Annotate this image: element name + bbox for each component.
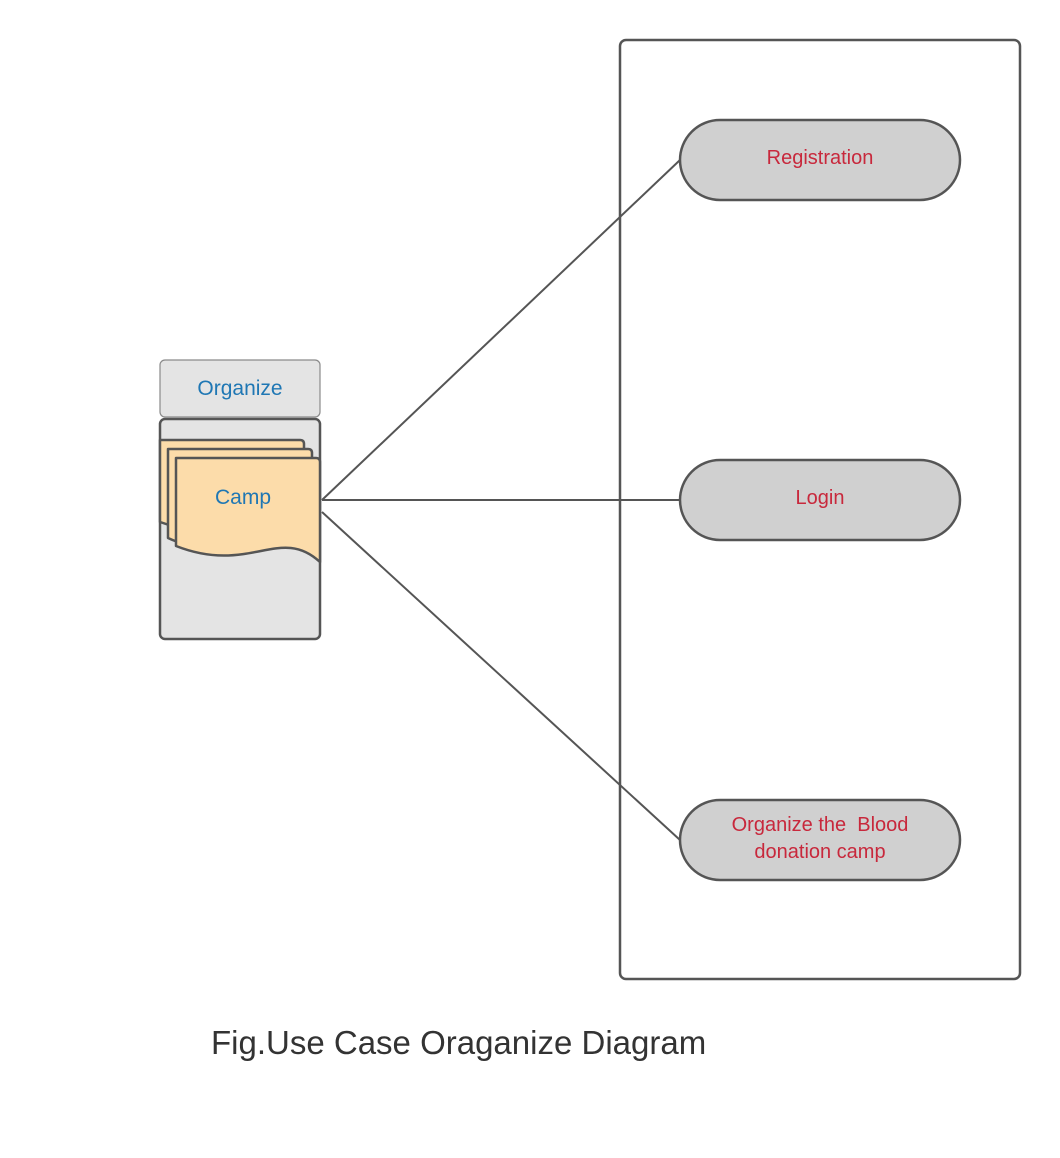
use-case-registration-label: Registration — [767, 147, 874, 169]
association-registration — [321, 159, 681, 501]
use-case-organize-camp: Organize the Blood donation camp — [678, 798, 962, 882]
use-case-organize-camp-label-line2: donation camp — [754, 841, 885, 863]
actor-header — [159, 359, 321, 418]
use-case-login: Login — [678, 458, 962, 542]
documents-icon — [158, 438, 322, 564]
use-case-registration: Registration — [678, 118, 962, 202]
actor-body-label: Camp — [215, 486, 271, 509]
actor-organize-camp: Organize Camp — [158, 359, 322, 641]
use-case-login-label: Login — [796, 487, 845, 509]
figure-caption: Fig.Use Case Oraganize Diagram — [211, 1024, 707, 1061]
association-organize-camp — [321, 511, 681, 841]
actor-header-label: Organize — [197, 377, 282, 400]
use-case-organize-camp-label-line1: Organize the Blood — [732, 814, 909, 836]
system-boundary — [618, 38, 1022, 981]
